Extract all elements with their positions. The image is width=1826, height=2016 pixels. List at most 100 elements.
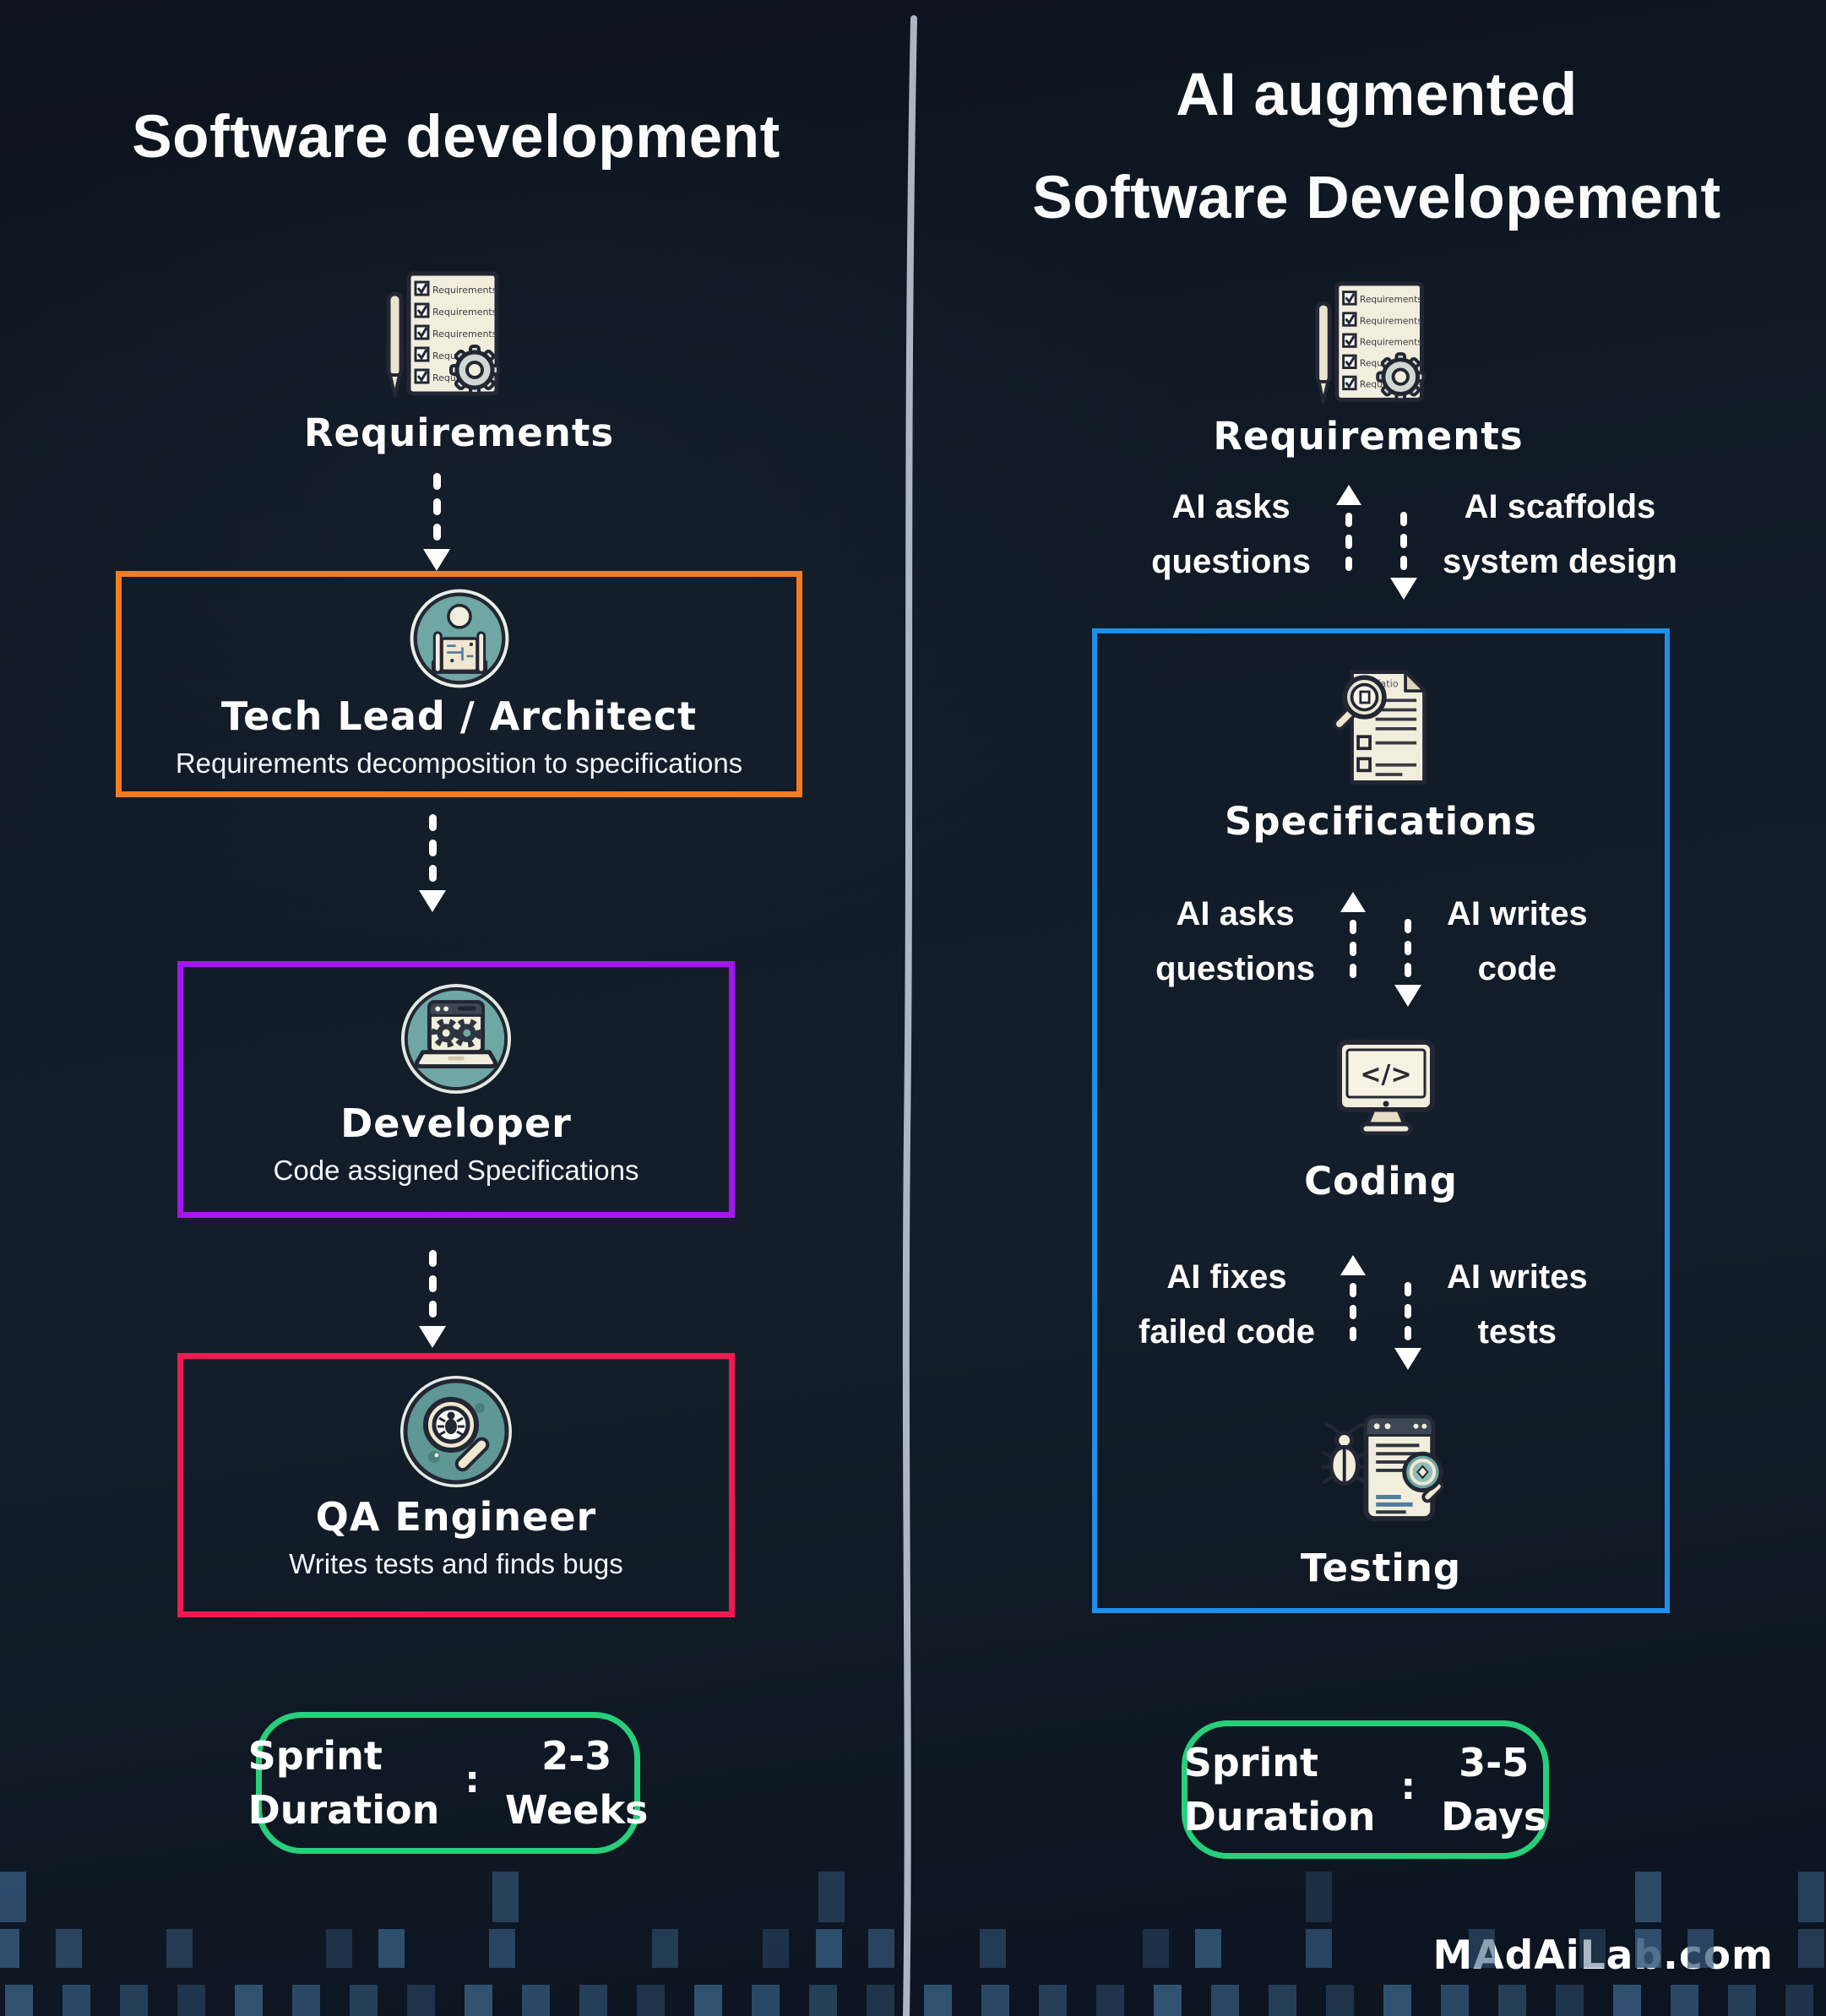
pixel-square — [1154, 1985, 1182, 2016]
icon-row-text: Requirements — [432, 285, 497, 296]
stage-box-qa: QA Engineer Writes tests and finds bugs — [177, 1353, 735, 1617]
requirements-checklist-icon: Requirements Requirements Requirements R… — [1315, 281, 1426, 405]
dashed-down-arrow — [1394, 914, 1421, 1007]
pixel-square — [1096, 1985, 1124, 2016]
stage-title: QA Engineer — [315, 1494, 597, 1540]
pixel-square — [809, 1985, 837, 2016]
requirements-label: Requirements — [303, 410, 615, 455]
pixel-square — [752, 1985, 780, 2016]
pixel-square — [1798, 1929, 1824, 1968]
pipeline-step-label: Testing — [1300, 1546, 1462, 1590]
sprint-value-line1: 2-3 — [541, 1732, 612, 1779]
pixel-square — [652, 1929, 678, 1968]
pixel-square — [56, 1929, 82, 1968]
pixel-square — [0, 1872, 26, 1922]
pixel-square — [1635, 1929, 1661, 1968]
right-column-title-line1: AI augmented — [1176, 62, 1578, 128]
icon-row-text: Requirements — [1360, 336, 1422, 347]
requirements-checklist-icon: Requirements Requirements Requirements R… — [386, 271, 500, 398]
pixel-square — [924, 1985, 952, 2016]
stage-box-architect: Tech Lead / Architect Requirements decom… — [116, 571, 802, 797]
sprint-value-line2: Weeks — [504, 1787, 649, 1833]
pixel-square — [1798, 1872, 1824, 1922]
specifications-document-icon: fatio — [1333, 670, 1427, 785]
sprint-duration-left: Sprint Duration : 2-3 Weeks — [248, 1712, 648, 1854]
dashed-up-arrow — [1340, 1250, 1366, 1341]
ai-loop-left-line2: failed code — [1139, 1312, 1315, 1350]
pixel-square — [1687, 1929, 1714, 1968]
gear-icon — [452, 1018, 482, 1048]
code-glyph-text: </> — [1360, 1060, 1411, 1090]
pixel-square — [637, 1985, 665, 2016]
pixel-square — [492, 1872, 519, 1922]
pipeline-step-label: Specifications — [1225, 799, 1537, 844]
pixel-square — [1441, 1985, 1469, 2016]
flow-arrow-down — [419, 814, 446, 912]
icon-row-text: Requirements — [1360, 315, 1422, 326]
pixel-square — [868, 1929, 894, 1968]
pixel-square — [235, 1985, 263, 2016]
ai-pipeline-box: fatio Specifications AI asks questions — [1092, 628, 1670, 1613]
ai-loop-left-line2: questions — [1155, 949, 1315, 987]
developer-laptop-icon — [400, 983, 512, 1095]
sprint-label-line1: Sprint — [1183, 1739, 1318, 1785]
pixel-square — [1613, 1985, 1641, 2016]
pixel-square — [579, 1985, 607, 2016]
ai-loop-left-line2: questions — [1151, 542, 1311, 580]
ai-loop-right-line1: AI scaffolds — [1464, 488, 1656, 525]
ai-loop-right-line1: AI writes — [1447, 1258, 1588, 1296]
pixel-square — [1785, 1985, 1813, 2016]
dashed-up-arrow — [1336, 480, 1361, 571]
sprint-value-line1: 3-5 — [1459, 1739, 1530, 1785]
pixel-square — [1728, 1985, 1756, 2016]
pixel-square — [1143, 1929, 1169, 1968]
qa-bug-magnifier-icon — [400, 1376, 512, 1487]
pixel-square — [867, 1985, 894, 2016]
dashed-down-arrow — [1394, 1277, 1421, 1370]
pixel-square — [1326, 1985, 1354, 2016]
ai-loop-left-line1: AI asks — [1176, 895, 1295, 932]
pixel-square — [694, 1985, 722, 2016]
pixel-square — [1195, 1929, 1221, 1968]
pixel-square — [1211, 1985, 1239, 2016]
right-column-title-line2: Software Developement — [1032, 165, 1721, 231]
ai-loop-left-line1: AI fixes — [1166, 1258, 1287, 1296]
stage-subtitle: Writes tests and finds bugs — [289, 1548, 623, 1579]
pixel-square — [465, 1985, 492, 2016]
pixel-square — [981, 1985, 1009, 2016]
requirements-label: Requirements — [1213, 414, 1524, 459]
pixel-square — [166, 1929, 193, 1968]
ai-loop-row: AI asks questions AI writes code — [1097, 887, 1665, 1007]
ai-loop-right-line2: code — [1477, 949, 1557, 987]
flow-arrow-down — [419, 1250, 446, 1348]
pixel-square — [5, 1985, 33, 2016]
ai-loop-left-line1: AI asks — [1171, 488, 1291, 525]
pipeline-step-label: Coding — [1304, 1159, 1458, 1204]
pixel-square — [1269, 1985, 1296, 2016]
pixel-square — [177, 1985, 205, 2016]
dashed-up-arrow — [1340, 887, 1366, 978]
ai-loop-row: AI fixes failed code AI writes tests — [1097, 1250, 1665, 1370]
ai-loop-right-line2: tests — [1477, 1312, 1557, 1350]
pixel-square — [407, 1985, 435, 2016]
sprint-duration-right: Sprint Duration : 3-5 Days — [1182, 1720, 1549, 1859]
ai-loop-right-line2: system design — [1443, 542, 1677, 580]
left-column-title: Software development — [132, 104, 780, 171]
pixel-square — [1383, 1985, 1411, 2016]
pixel-square — [120, 1985, 148, 2016]
pixel-square — [763, 1929, 789, 1968]
ai-loop-row: AI asks questions AI scaffolds system de… — [1043, 480, 1710, 600]
sprint-label-line2: Duration — [1183, 1794, 1376, 1839]
pixel-square — [1306, 1929, 1332, 1968]
stage-title: Tech Lead / Architect — [220, 693, 698, 739]
gear-icon — [449, 345, 500, 395]
pixel-square — [350, 1985, 378, 2016]
flow-arrow-down — [423, 473, 450, 571]
icon-row-text: Requirements — [432, 329, 497, 340]
sprint-value-line2: Days — [1441, 1794, 1547, 1839]
pixel-square — [818, 1872, 845, 1922]
sprint-colon: : — [465, 1758, 480, 1801]
stage-subtitle: Requirements decomposition to specificat… — [175, 747, 743, 779]
pixel-square — [1556, 1985, 1584, 2016]
